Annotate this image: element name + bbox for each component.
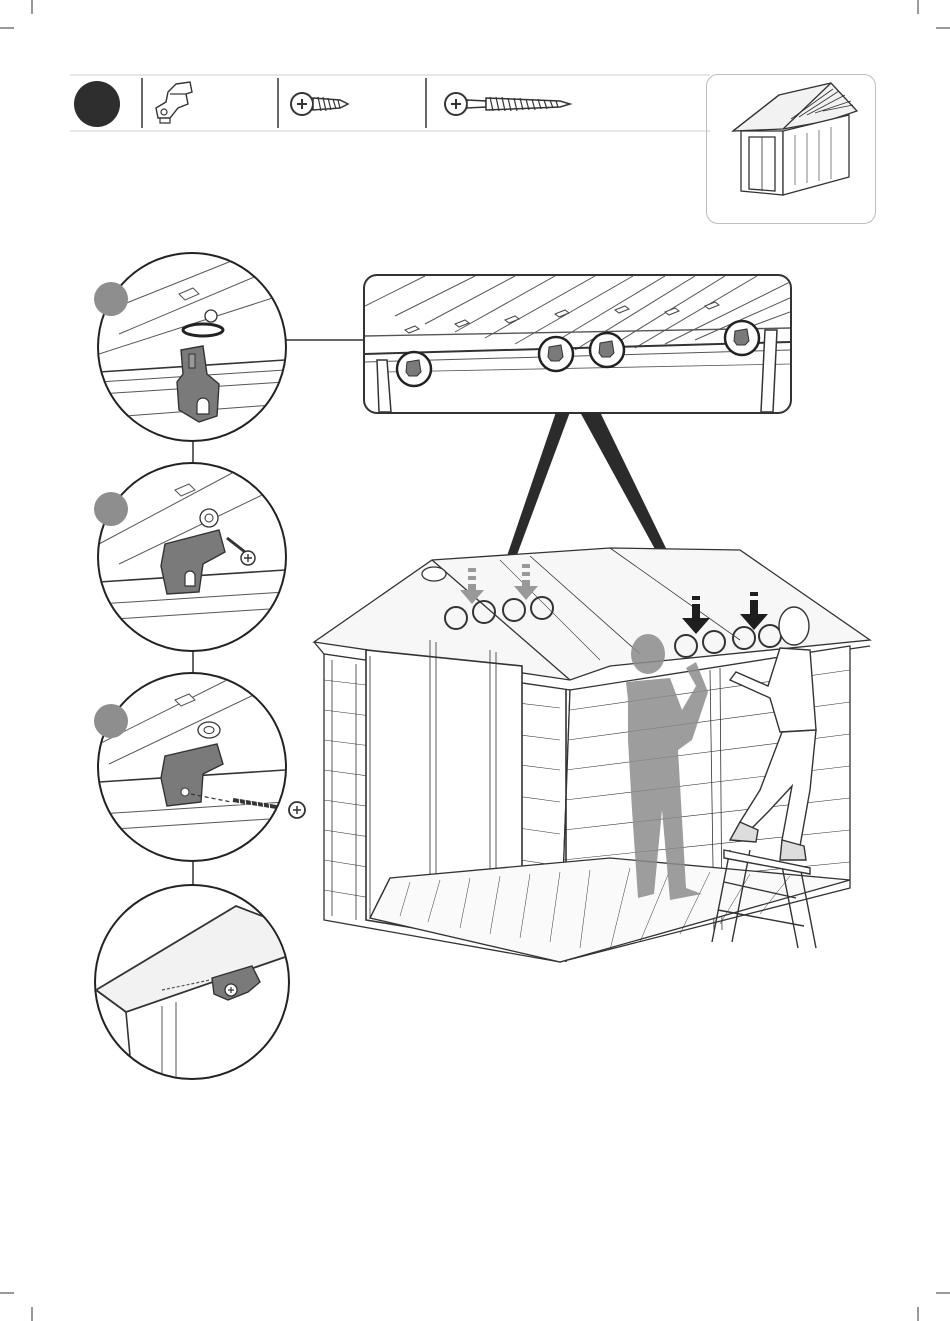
sub-step-badge-3 (94, 704, 128, 738)
roof-clips-magnified-callout (363, 274, 792, 414)
shed-overview-thumbnail (706, 74, 876, 224)
long-screw-icon (442, 84, 574, 124)
step-number-badge (74, 81, 120, 127)
part-long-screw (442, 84, 642, 124)
long-screw-head (286, 798, 308, 822)
roof-clip-bracket-icon (148, 78, 208, 128)
callout-connector (280, 330, 370, 350)
part-short-screw (288, 84, 418, 124)
divider (276, 78, 280, 128)
detail-long-screw (97, 672, 287, 862)
divider (424, 78, 428, 128)
detail-clip-placement (97, 252, 287, 442)
sub-step-badge-2 (94, 492, 128, 526)
detail-short-screw (97, 462, 287, 652)
short-screw-icon (288, 84, 352, 124)
divider (140, 78, 144, 128)
shed-assembly-scene (310, 410, 875, 975)
sub-step-badge-1 (94, 282, 128, 316)
detail-installed-clip (94, 884, 290, 1080)
part-clip-bracket (148, 78, 273, 128)
